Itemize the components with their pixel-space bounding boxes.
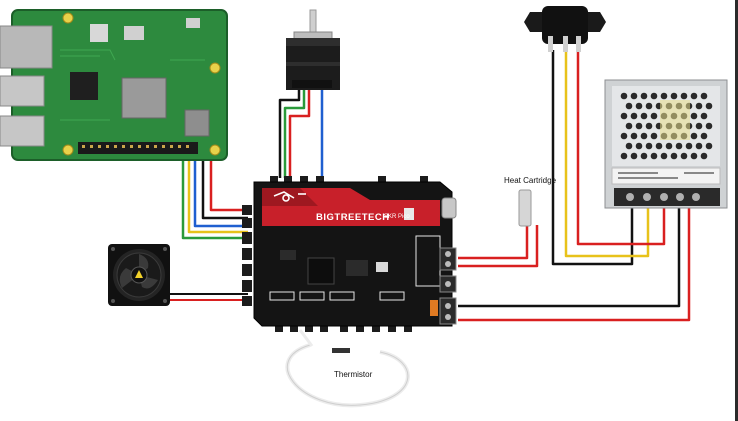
ac-power-inlet <box>524 6 606 52</box>
pi-wire-blue <box>193 158 248 228</box>
fan <box>108 244 170 306</box>
board-model-label: SKR Pico <box>384 214 410 220</box>
pi-wire-red <box>209 158 248 212</box>
power-supply <box>604 79 728 209</box>
pi-wire-yellow <box>187 158 248 234</box>
raspberry-pi <box>0 9 228 161</box>
motor-wire-green <box>283 86 306 178</box>
pi-wire-black <box>201 158 248 220</box>
usb-c-port <box>441 197 457 219</box>
stepper-motor <box>286 9 340 90</box>
heat-cartridge <box>518 189 532 227</box>
psu-dc-red <box>458 205 691 322</box>
pi-usb-port-2 <box>0 115 45 147</box>
pi-ram-chip <box>184 109 210 137</box>
motor-wire-red <box>288 86 311 178</box>
heat-cartridge-label: Heat Cartridge <box>504 176 557 185</box>
pi-mount-hole <box>62 144 74 156</box>
pi-wire-green <box>181 158 248 240</box>
pi-soc-chip <box>121 77 167 119</box>
board-screw-terminal <box>439 297 457 325</box>
heater-wire-red-2 <box>458 225 539 268</box>
bigtreetech-logo-icon <box>273 191 306 202</box>
pi-mount-hole <box>62 12 74 24</box>
thermistor-label: Thermistor <box>334 370 373 379</box>
wires <box>165 50 691 322</box>
board-brand-label: BIGTREETECH <box>316 212 390 223</box>
thermistor <box>285 329 410 408</box>
ac-wire-yellow <box>564 50 650 258</box>
ac-wire-black <box>551 50 634 266</box>
board-screw-terminal <box>439 247 457 271</box>
pi-ethernet-port <box>0 25 53 69</box>
psu-label-sticker <box>611 167 721 185</box>
ac-wire-red <box>576 50 666 246</box>
mcu-chip <box>307 257 335 285</box>
heater-wire-red-1 <box>458 225 529 260</box>
psu-dc-black <box>458 205 681 308</box>
pi-mount-hole <box>209 62 221 74</box>
skr-pico-board <box>242 176 457 332</box>
motor-wire-black <box>278 86 301 178</box>
pi-mount-hole <box>209 144 221 156</box>
pi-usb-port-1 <box>0 75 45 107</box>
